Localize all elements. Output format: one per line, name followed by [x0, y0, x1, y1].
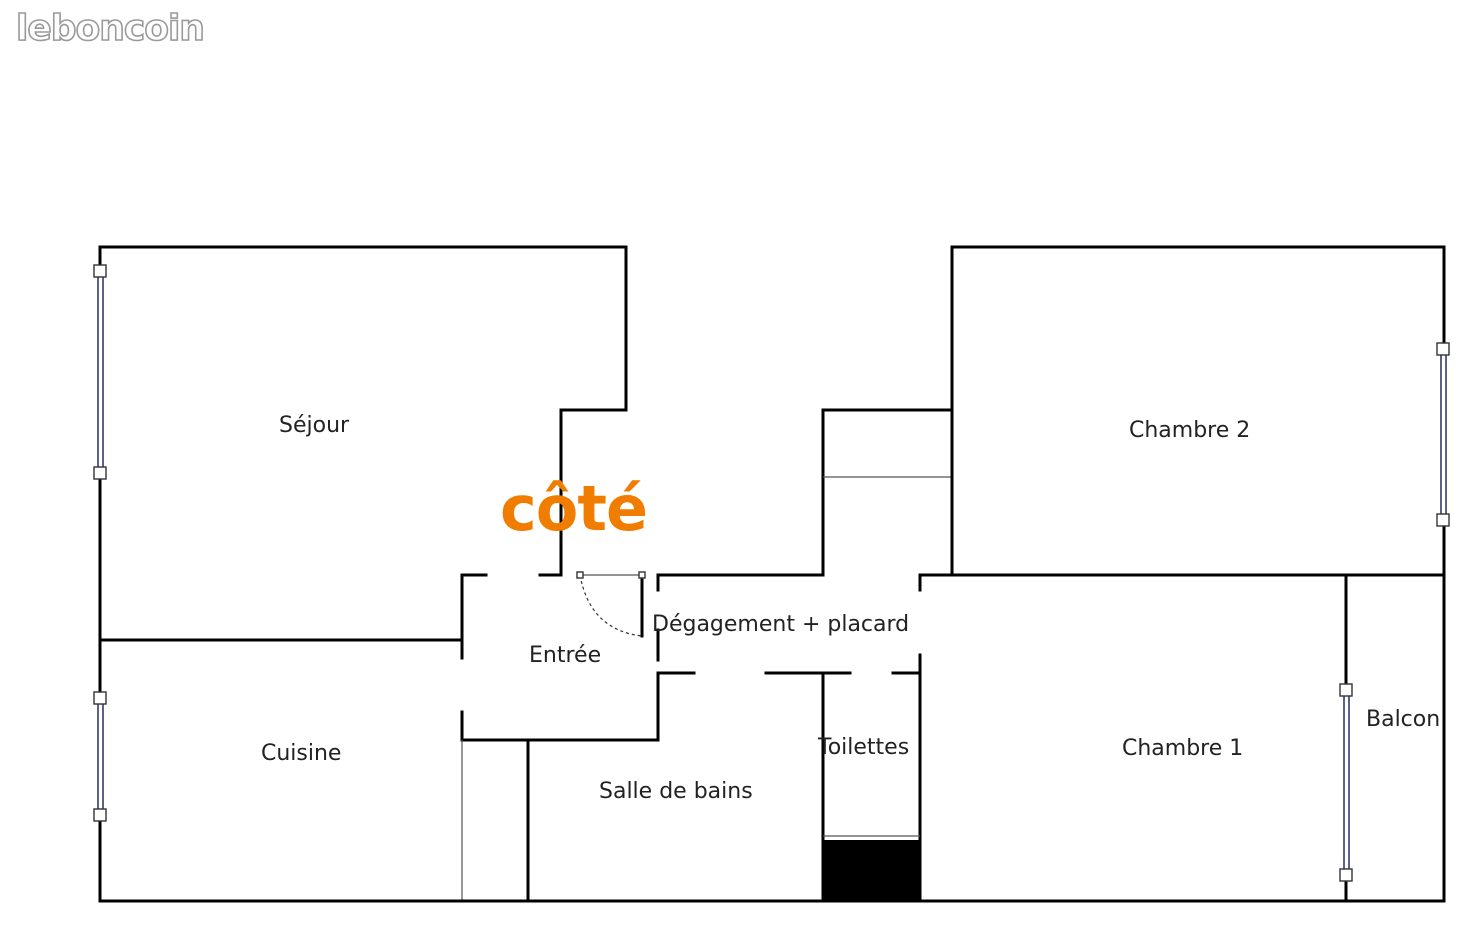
room-label-entree: Entrée	[529, 643, 601, 668]
toilettes-duct	[823, 840, 920, 900]
window-chambre2	[1440, 348, 1447, 521]
entree-wall-bottom	[460, 671, 696, 742]
door-swing-arc	[579, 574, 643, 637]
chambre2-walls	[950, 245, 1446, 902]
leboncoin-watermark: leboncoin	[15, 7, 206, 50]
window-node	[93, 691, 107, 705]
window-node	[1436, 342, 1450, 356]
window-node	[93, 466, 107, 480]
door-hinge-right	[638, 571, 646, 579]
door-hinge-left	[576, 571, 584, 579]
room-label-chambre2: Chambre 2	[1129, 418, 1250, 443]
window-node	[1339, 868, 1353, 882]
room-label-chambre1: Chambre 1	[1122, 736, 1243, 761]
cote-brand-logo: côté	[500, 472, 648, 545]
room-label-salle-de-bains: Salle de bains	[599, 779, 753, 804]
window-sejour	[97, 270, 104, 474]
windows	[93, 264, 1450, 882]
room-label-toilettes: Toilettes	[817, 735, 909, 760]
entry-door	[576, 571, 646, 637]
room-labels: Séjour Chambre 2 Entrée Dégagement + pla…	[261, 413, 1440, 804]
room-label-sejour: Séjour	[279, 413, 350, 438]
window-node	[93, 808, 107, 822]
room-label-cuisine: Cuisine	[261, 741, 341, 766]
window-cuisine	[97, 697, 104, 816]
window-node	[1339, 683, 1353, 697]
window-chambre1-balcon	[1343, 689, 1350, 876]
walls	[98, 245, 1446, 903]
sejour-walls	[98, 245, 628, 902]
placard-walls	[821, 408, 954, 577]
window-node	[93, 264, 107, 278]
entree-wall-top-left	[460, 573, 488, 660]
room-label-degagement: Dégagement + placard	[652, 612, 909, 637]
window-node	[1436, 513, 1450, 527]
room-label-balcon: Balcon	[1366, 707, 1440, 732]
